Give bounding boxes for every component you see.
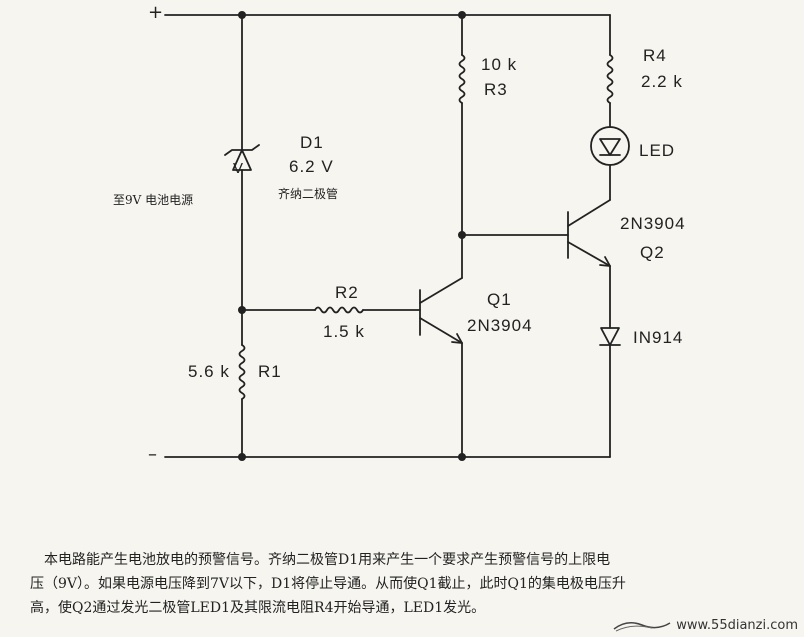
- resistor-r3: [458, 54, 466, 104]
- resistor-r1: [238, 344, 246, 400]
- junction-dot: [458, 231, 466, 239]
- watermark: www.55dianzi.com: [612, 618, 798, 633]
- transistor-q2: [567, 199, 611, 267]
- r4-value: 2.2 k: [641, 72, 683, 91]
- circuit-schematic: [164, 11, 630, 461]
- d1-name: D1: [300, 133, 324, 152]
- caption-line-3: 高，使Q2通过发光二极管LED1及其限流电阻R4开始导通，LED1发光。: [30, 600, 486, 616]
- junction-dot: [238, 306, 246, 314]
- r1-name: R1: [258, 362, 282, 381]
- q1-name: Q1: [487, 290, 512, 309]
- resistor-r4: [606, 54, 614, 104]
- d1-value: 6.2 V: [289, 157, 334, 176]
- positive-sign: +: [148, 2, 164, 23]
- zener-symbol-letter: V: [233, 160, 245, 177]
- q2-part: 2N3904: [620, 214, 686, 233]
- negative-sign: –: [148, 444, 157, 465]
- r1-value: 5.6 k: [188, 362, 230, 381]
- transistor-q1: [419, 277, 463, 344]
- junction-dot: [458, 11, 466, 19]
- r2-name: R2: [335, 283, 359, 302]
- junction-dot: [238, 453, 246, 461]
- diode-label: IN914: [633, 328, 684, 347]
- q2-name: Q2: [640, 243, 665, 262]
- watermark-logo-icon: [612, 619, 672, 633]
- junction-dot: [458, 453, 466, 461]
- r3-name: R3: [484, 80, 508, 99]
- diode-in914: [599, 327, 621, 346]
- q1-part: 2N3904: [467, 316, 533, 335]
- junction-dot: [238, 11, 246, 19]
- battery-source-label: 至9V 电池电源: [113, 193, 194, 207]
- resistor-r2: [314, 306, 364, 314]
- caption-line-1: 本电路能产生电池放电的预警信号。齐纳二极管D1用来产生一个要求产生预警信号的上限…: [44, 552, 611, 568]
- d1-type-label: 齐纳二极管: [278, 187, 339, 201]
- led-label: LED: [639, 141, 676, 160]
- caption-line-2: 压（9V）。如果电源电压降到7V以下，D1将停止导通。从而使Q1截止，此时Q1的…: [30, 576, 626, 592]
- watermark-text: www.55dianzi.com: [676, 618, 798, 633]
- r3-value: 10 k: [481, 55, 518, 74]
- r2-value: 1.5 k: [323, 322, 365, 341]
- led-symbol: [590, 126, 630, 166]
- caption: 本电路能产生电池放电的预警信号。齐纳二极管D1用来产生一个要求产生预警信号的上限…: [30, 548, 782, 620]
- r4-name: R4: [643, 46, 667, 65]
